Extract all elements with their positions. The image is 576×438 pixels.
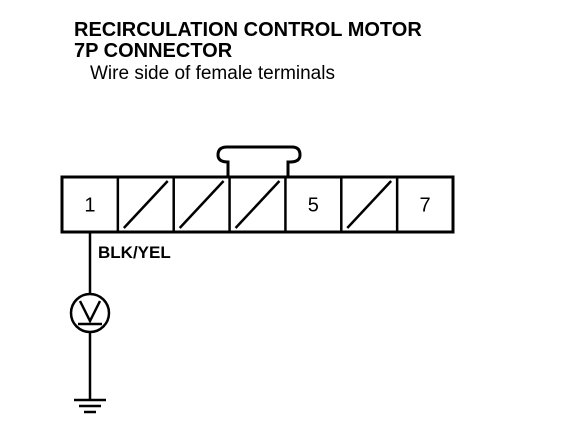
cavity-unused <box>178 180 225 229</box>
terminal-number: 7 <box>420 195 431 217</box>
voltmeter-icon <box>69 292 111 334</box>
diagram-title: RECIRCULATION CONTROL MOTOR 7P CONNECTOR <box>74 20 422 62</box>
unused-cavity-slash <box>234 180 281 229</box>
title-line-1: RECIRCULATION CONTROL MOTOR <box>74 19 422 41</box>
wire-color-label: BLK/YEL <box>98 243 171 262</box>
terminal-number: 1 <box>84 195 95 217</box>
cavity-unused <box>346 180 393 229</box>
terminal-7: 7 <box>420 195 431 217</box>
ground-icon <box>74 398 106 414</box>
terminal-5: 5 <box>308 195 319 217</box>
title-line-2: 7P CONNECTOR <box>74 40 233 62</box>
terminal-1: 1 <box>84 195 95 217</box>
view-note: Wire side of female terminals <box>90 63 335 84</box>
cavity-unused <box>122 180 169 229</box>
unused-cavity-slash <box>178 180 225 229</box>
unused-cavity-slash <box>346 180 393 229</box>
connector-cavities: 1 5 7 <box>84 177 431 232</box>
cavity-unused <box>234 180 281 229</box>
terminal-number: 5 <box>308 195 319 217</box>
unused-cavity-slash <box>122 180 169 229</box>
connector-lock-tab <box>216 145 302 177</box>
